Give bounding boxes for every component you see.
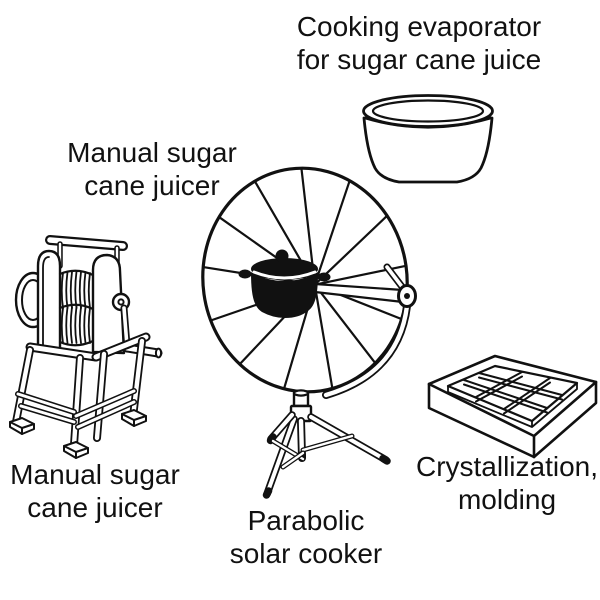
label-line: Crystallization, xyxy=(415,451,599,482)
label-line: Manual sugar xyxy=(10,459,180,490)
cooker-tripod xyxy=(262,389,391,499)
juicer-legs xyxy=(12,337,146,449)
label-manual-juicer-bottom: Manual sugar cane juicer xyxy=(0,458,190,524)
parabolic-solar-cooker-illustration xyxy=(201,166,417,499)
cooker-support-arc xyxy=(322,302,411,399)
tray-inner-wall xyxy=(447,382,578,428)
tray-grid xyxy=(463,371,563,415)
pot-body xyxy=(362,116,494,184)
label-crystallization-molding: Crystallization, molding xyxy=(387,450,600,516)
label-line: solar cooker xyxy=(229,538,383,569)
juicer-left-plate xyxy=(36,249,62,352)
label-parabolic-solar-cooker: Parabolic solar cooker xyxy=(186,504,426,570)
manual-sugar-cane-juicer-illustration xyxy=(9,235,163,459)
juicer-feet xyxy=(9,409,147,459)
label-line: Parabolic xyxy=(247,505,365,536)
label-line: Manual sugar xyxy=(67,137,237,168)
tray-front-edges xyxy=(427,380,598,459)
label-manual-juicer-top: Manual sugar cane juicer xyxy=(32,136,272,202)
label-cooking-evaporator: Cooking evaporator for sugar cane juice xyxy=(219,10,600,76)
crystallization-molding-tray-illustration xyxy=(427,354,598,459)
tray-outer-box xyxy=(427,354,598,459)
cooker-pivot xyxy=(397,284,417,308)
cooking-evaporator-pot-illustration xyxy=(362,94,494,184)
pot-rim-inner xyxy=(371,99,485,123)
juicer-rollers xyxy=(58,269,95,347)
label-line: for sugar cane juice xyxy=(296,44,542,75)
label-line: molding xyxy=(457,484,557,515)
juicer-right-plate xyxy=(91,253,126,355)
cooker-pot xyxy=(238,249,331,318)
label-line: cane juicer xyxy=(84,170,220,201)
juicer-braces xyxy=(15,388,137,430)
label-line: cane juicer xyxy=(27,492,163,523)
label-line: Cooking evaporator xyxy=(296,11,542,42)
